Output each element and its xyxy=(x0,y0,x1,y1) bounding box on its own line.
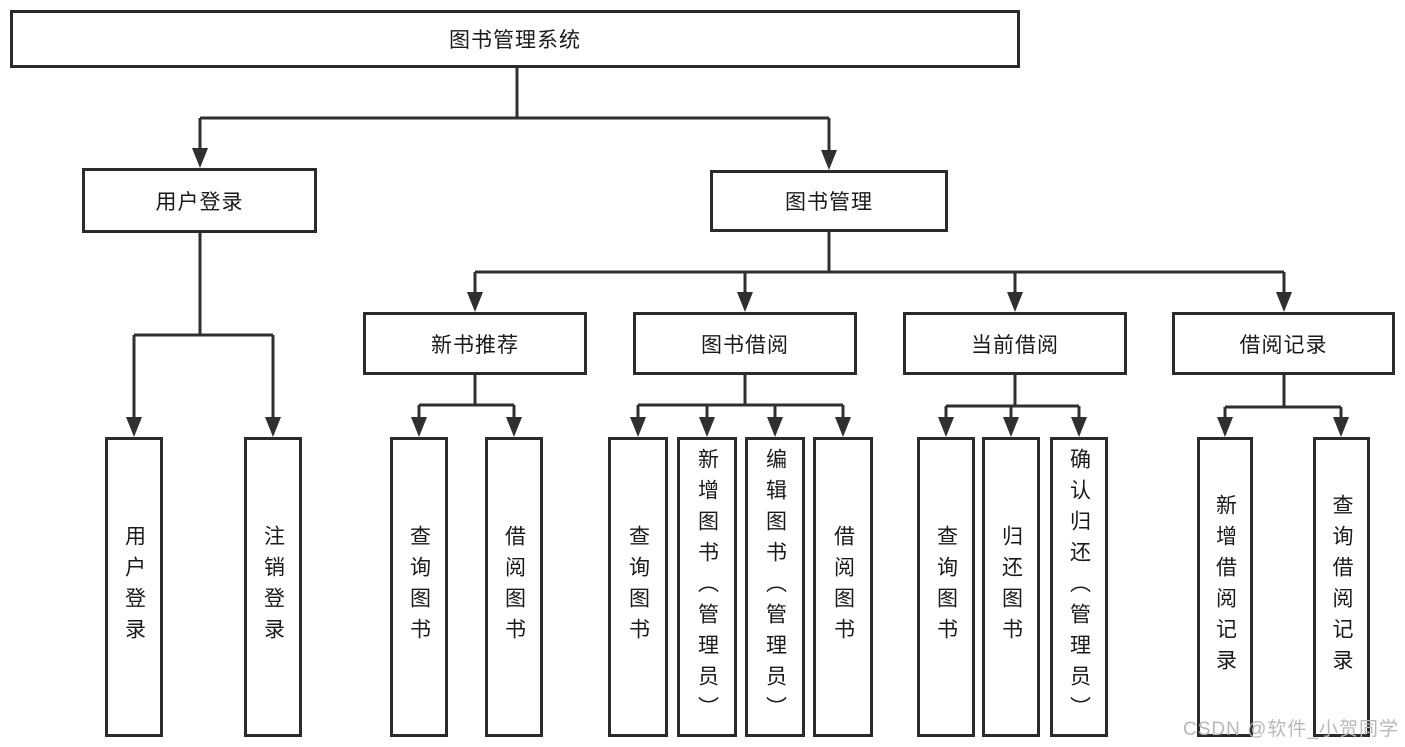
arrowhead-icon xyxy=(699,417,715,437)
node-book-borrow: 图书借阅 xyxy=(633,312,857,375)
connector-root-to-level2 xyxy=(192,68,837,170)
leaf-query-books-2: 查询图书 xyxy=(608,437,668,737)
leaf-user-login-label: 用户登录 xyxy=(122,525,146,649)
leaf-logout-label: 注销登录 xyxy=(261,525,285,649)
arrowhead-icon xyxy=(767,417,783,437)
arrowhead-icon xyxy=(1003,417,1019,437)
arrowhead-icon xyxy=(821,150,837,170)
leaf-edit-book-admin-label: 编辑图书（管理员） xyxy=(763,447,787,727)
arrowhead-icon xyxy=(938,417,954,437)
leaf-query-books-2-label: 查询图书 xyxy=(626,525,650,649)
connector-book-borrow-to-leaves xyxy=(630,375,851,437)
leaf-add-borrow-record: 新增借阅记录 xyxy=(1197,437,1253,737)
arrowhead-icon xyxy=(467,292,483,312)
watermark: CSDN @软件_小贺同学 xyxy=(1183,719,1399,740)
arrowhead-icon xyxy=(411,417,427,437)
leaf-query-books-3: 查询图书 xyxy=(917,437,975,737)
connector-current-borrow-to-leaves xyxy=(938,375,1087,437)
leaf-borrow-books-1: 借阅图书 xyxy=(485,437,543,737)
node-root-label: 图书管理系统 xyxy=(449,29,581,52)
leaf-borrow-books-2: 借阅图书 xyxy=(813,437,873,737)
leaf-return-books: 归还图书 xyxy=(982,437,1040,737)
node-book-borrow-label: 图书借阅 xyxy=(701,333,789,357)
connector-new-book-recommend-to-leaves xyxy=(411,375,522,437)
arrowhead-icon xyxy=(1071,417,1087,437)
leaf-user-login: 用户登录 xyxy=(105,437,163,737)
leaf-borrow-books-2-label: 借阅图书 xyxy=(831,525,855,649)
node-user-login: 用户登录 xyxy=(82,168,317,233)
leaf-confirm-return-admin: 确认归还（管理员） xyxy=(1050,437,1108,737)
node-current-borrow: 当前借阅 xyxy=(903,312,1127,375)
leaf-borrow-books-1-label: 借阅图书 xyxy=(502,525,526,649)
leaf-query-books-1-label: 查询图书 xyxy=(407,525,431,649)
arrowhead-icon xyxy=(192,148,208,168)
leaf-query-books-3-label: 查询图书 xyxy=(934,525,958,649)
connector-book-management-to-level3 xyxy=(467,232,1292,312)
arrowhead-icon xyxy=(265,417,281,437)
leaf-add-book-admin-label: 新增图书（管理员） xyxy=(695,447,719,727)
connector-user-login-to-leaves xyxy=(126,233,281,437)
leaf-query-books-1: 查询图书 xyxy=(390,437,448,737)
node-root: 图书管理系统 xyxy=(10,10,1020,68)
arrowhead-icon xyxy=(1007,292,1023,312)
leaf-edit-book-admin: 编辑图书（管理员） xyxy=(745,437,805,737)
leaf-logout: 注销登录 xyxy=(244,437,302,737)
arrowhead-icon xyxy=(126,417,142,437)
arrowhead-icon xyxy=(737,292,753,312)
arrowhead-icon xyxy=(506,417,522,437)
node-new-book-recommend-label: 新书推荐 xyxy=(431,333,519,357)
leaf-return-books-label: 归还图书 xyxy=(999,525,1023,649)
node-book-management: 图书管理 xyxy=(710,170,948,232)
leaf-confirm-return-admin-label: 确认归还（管理员） xyxy=(1067,447,1091,727)
node-borrow-records-label: 借阅记录 xyxy=(1239,333,1328,357)
arrowhead-icon xyxy=(1333,417,1349,437)
connector-borrow-records-to-leaves xyxy=(1217,375,1349,437)
leaf-add-borrow-record-label: 新增借阅记录 xyxy=(1213,494,1237,680)
node-borrow-records: 借阅记录 xyxy=(1172,312,1395,375)
arrowhead-icon xyxy=(835,417,851,437)
node-new-book-recommend: 新书推荐 xyxy=(363,312,587,375)
arrowhead-icon xyxy=(1276,292,1292,312)
node-book-management-label: 图书管理 xyxy=(785,191,873,214)
leaf-query-borrow-record: 查询借阅记录 xyxy=(1313,437,1370,737)
arrowhead-icon xyxy=(630,417,646,437)
arrowhead-icon xyxy=(1217,417,1233,437)
node-user-login-label: 用户登录 xyxy=(155,190,244,214)
leaf-add-book-admin: 新增图书（管理员） xyxy=(677,437,737,737)
node-current-borrow-label: 当前借阅 xyxy=(971,333,1059,357)
leaf-query-borrow-record-label: 查询借阅记录 xyxy=(1330,494,1353,680)
